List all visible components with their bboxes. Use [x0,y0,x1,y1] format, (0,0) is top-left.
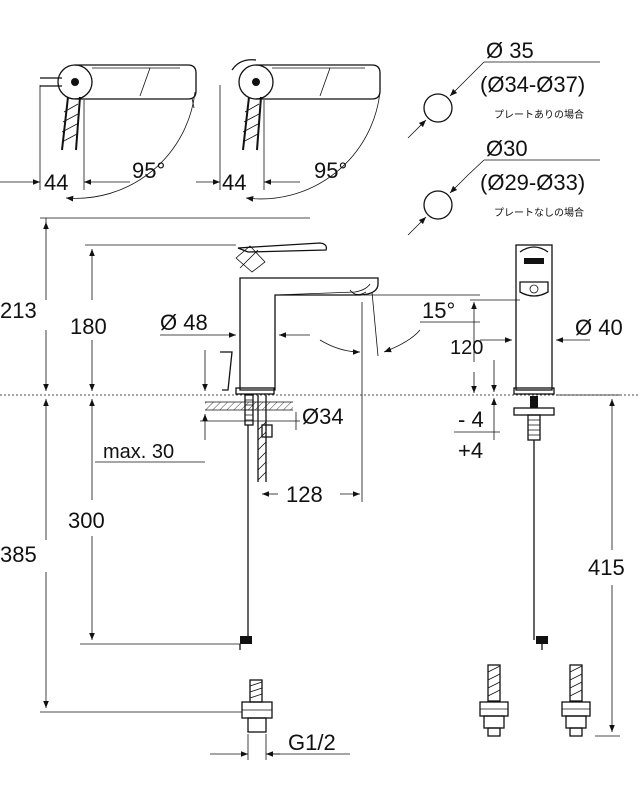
hole-detail-no-plate: Ø30 (Ø29-Ø33) プレートなしの場合 [407,136,600,236]
top-view-right: 44 95° [196,59,381,202]
side-spout-height: 120 [450,337,483,359]
top-left-angle: 95° [132,158,165,183]
dim-max-thickness: max. 30 [103,441,174,463]
hole-no-plate-diameter: Ø30 [486,136,528,161]
hole-plate-range: (Ø34-Ø37) [480,72,585,97]
top-view-left: 44 95° [0,64,197,202]
top-left-dim-44: 44 [44,170,68,195]
dim-hole-diameter: Ø34 [302,404,344,429]
hose-connector-right [561,664,591,737]
dim-spout-height: 180 [70,314,107,339]
hole-plate-diameter: Ø 35 [486,38,534,63]
hose-connector-left [479,664,509,737]
side-tolerance-plus: +4 [458,438,483,463]
side-view: Ø 40 120 - 4 +4 415 [450,244,625,737]
dim-reach: 128 [286,482,323,507]
dim-total-height: 213 [0,298,37,323]
dim-rod-length: 300 [68,508,105,533]
front-view: 213 180 Ø 48 15° Ø34 max. 30 128 300 [0,217,480,760]
hole-no-plate-range: (Ø29-Ø33) [480,170,585,195]
top-right-dim-44: 44 [222,170,246,195]
dim-spout-angle: 15° [422,298,455,323]
side-body-diameter: Ø 40 [575,315,623,340]
hole-detail-plate: Ø 35 (Ø34-Ø37) プレートありの場合 [407,38,600,139]
dim-hose-length: 385 [0,542,37,567]
top-right-angle: 95° [314,158,347,183]
hole-plate-note: プレートありの場合 [494,108,584,121]
dim-body-diameter: Ø 48 [160,310,208,335]
dim-thread: G1/2 [288,730,336,755]
side-hose-length: 415 [588,555,625,580]
side-tolerance-minus: - 4 [458,407,484,432]
hole-no-plate-note: プレートなしの場合 [494,206,584,219]
